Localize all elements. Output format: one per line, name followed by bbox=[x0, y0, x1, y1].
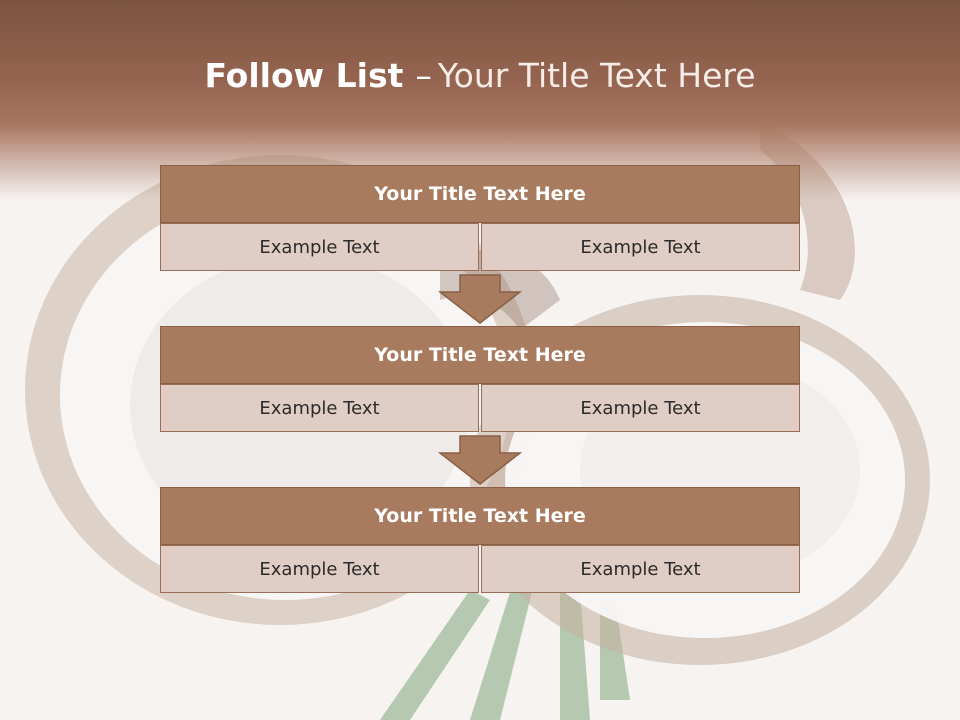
step-cell-left: Example Text bbox=[160, 384, 479, 432]
step-cell-right: Example Text bbox=[481, 384, 800, 432]
title-rest: Your Title Text Here bbox=[437, 56, 756, 95]
step-title: Your Title Text Here bbox=[160, 326, 800, 384]
step-cell-right: Example Text bbox=[481, 223, 800, 271]
title-dash: – bbox=[415, 56, 432, 95]
step-block-1: Your Title Text Here Example Text Exampl… bbox=[160, 165, 800, 271]
step-cell-left: Example Text bbox=[160, 223, 479, 271]
step-cell-left: Example Text bbox=[160, 545, 479, 593]
step-title: Your Title Text Here bbox=[160, 487, 800, 545]
step-block-2: Your Title Text Here Example Text Exampl… bbox=[160, 326, 800, 432]
step-cell-right: Example Text bbox=[481, 545, 800, 593]
step-title: Your Title Text Here bbox=[160, 165, 800, 223]
step-block-3: Your Title Text Here Example Text Exampl… bbox=[160, 487, 800, 593]
down-arrow-icon bbox=[438, 435, 522, 485]
down-arrow-icon bbox=[438, 274, 522, 324]
page-title: Follow List–Your Title Text Here bbox=[0, 56, 960, 95]
title-bold: Follow List bbox=[204, 56, 404, 95]
